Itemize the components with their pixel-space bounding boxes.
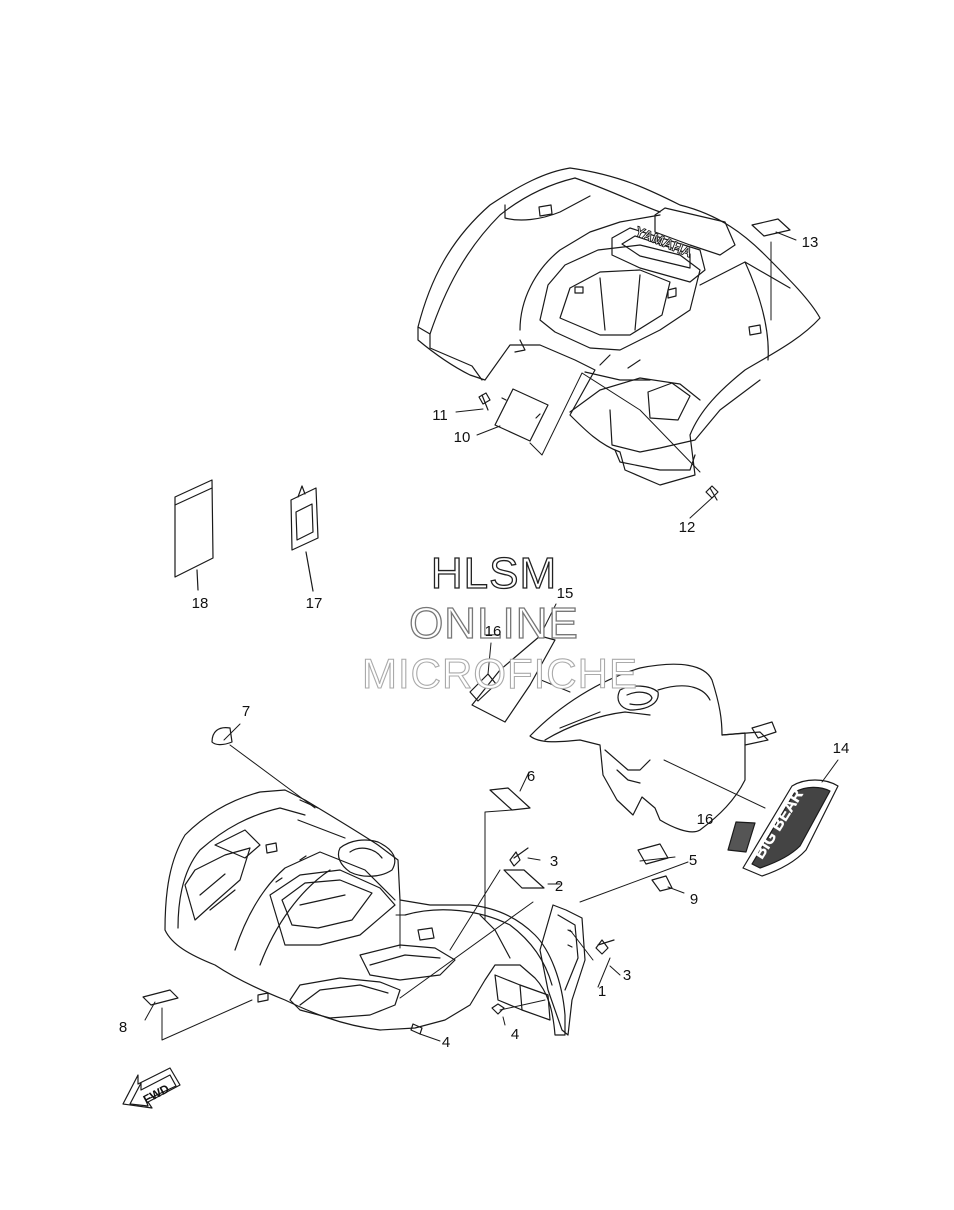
- callout-numbers: 1 2 3 3 4 4 5 6 7 8 9 10 11 12 13 14 15 …: [119, 234, 850, 1051]
- callout-10: 10: [454, 429, 471, 446]
- callout-18: 18: [192, 595, 209, 612]
- front-fender: [164, 789, 566, 1036]
- leader-lines-cover: [487, 603, 766, 809]
- callout-3-upper: 3: [550, 853, 558, 870]
- watermark-line-1: HLSM: [431, 549, 557, 598]
- callout-7: 7: [242, 703, 250, 720]
- warning-label-17: [290, 485, 319, 592]
- side-guard-1: [539, 904, 586, 1036]
- decal-16-lower: [727, 821, 756, 853]
- callout-2: 2: [555, 878, 563, 895]
- nut-4-right: [491, 1003, 505, 1015]
- callout-8: 8: [119, 1019, 127, 1036]
- rear-fender-logo: YAMAHA: [633, 223, 695, 260]
- leader-lines-rear: [455, 231, 797, 519]
- callout-9: 9: [690, 891, 698, 908]
- rear-fender-screw: [705, 485, 719, 501]
- watermark: HLSM ONLINE MICROFICHE: [361, 548, 638, 697]
- decal-15: [471, 635, 556, 723]
- label-9: [651, 875, 673, 892]
- callout-13: 13: [802, 234, 819, 251]
- nut-4-left: [410, 1023, 423, 1035]
- warning-label-18: [174, 479, 214, 591]
- front-side-panel-decal: [742, 779, 839, 877]
- label-2: [503, 869, 545, 889]
- rear-reflector-plate: [494, 388, 549, 442]
- label-8: [142, 989, 179, 1006]
- callout-4-left: 4: [442, 1034, 450, 1051]
- callout-5: 5: [689, 852, 697, 869]
- decal-16-upper: [469, 673, 497, 702]
- label-6: [489, 787, 531, 811]
- lens-7: [211, 727, 233, 746]
- rivet-part-11: [478, 392, 491, 411]
- callout-3-lower: 3: [623, 967, 631, 984]
- callout-4-right: 4: [511, 1026, 519, 1043]
- leader-lines-front: [144, 723, 689, 1042]
- callout-14: 14: [833, 740, 850, 757]
- callout-17: 17: [306, 595, 323, 612]
- callout-15: 15: [557, 585, 574, 602]
- screw-3-lower: [595, 939, 615, 955]
- front-panel-cover: [529, 663, 777, 833]
- callout-6: 6: [527, 768, 535, 785]
- leader-14: [821, 759, 839, 783]
- label-part-13: [751, 218, 791, 237]
- rear-fender: [417, 167, 821, 486]
- callout-16-upper: 16: [485, 623, 502, 640]
- callout-11: 11: [432, 407, 448, 424]
- callout-1: 1: [598, 983, 606, 1000]
- callout-16-lower: 16: [697, 811, 714, 828]
- callout-12: 12: [679, 519, 696, 536]
- watermark-line-3: MICROFICHE: [362, 650, 638, 697]
- watermark-line-2: ONLINE: [409, 599, 579, 648]
- fwd-arrow: [122, 1067, 181, 1109]
- front-guard-bracket: [494, 974, 551, 1021]
- screw-3-upper: [509, 847, 529, 867]
